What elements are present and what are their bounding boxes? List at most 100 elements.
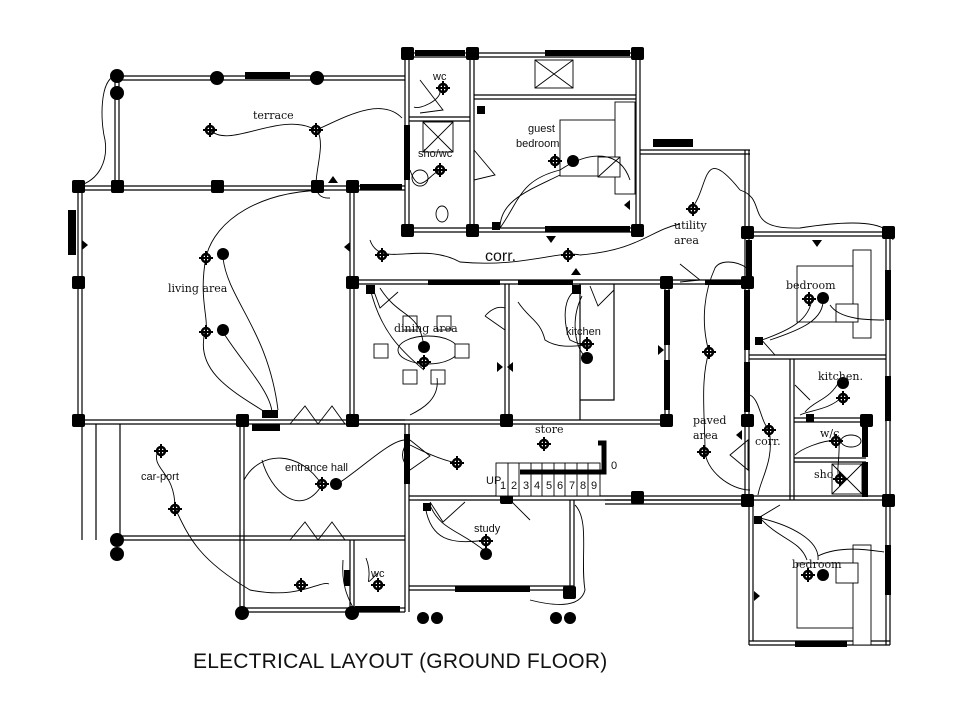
room-label-entrance-hall: entrance hall — [285, 462, 348, 474]
light-point-icon — [833, 472, 847, 486]
room-label-bedroom-east: bedroom — [786, 279, 836, 292]
switch-icon — [806, 414, 814, 422]
room-label-wc-east: w/c — [820, 427, 839, 440]
ceiling-fan-icon — [330, 478, 342, 490]
room-label-paved-line2: area — [693, 429, 718, 442]
socket-outlet-icon — [624, 200, 630, 210]
light-point-icon — [479, 534, 493, 548]
switch-icon — [423, 503, 431, 511]
light-point-icon — [203, 123, 217, 137]
room-label-guest-bedroom-line2: bedroom — [516, 138, 559, 150]
light-points — [154, 81, 850, 592]
light-point-icon — [561, 248, 575, 262]
room-label-kitchen: kitchen — [566, 326, 601, 338]
socket-outlet-icon — [754, 591, 760, 601]
switch-icon — [572, 285, 581, 294]
stair-step-1: 1 — [500, 480, 506, 492]
light-point-icon — [375, 248, 389, 262]
switches-and-boards — [82, 106, 822, 601]
ceiling-fan-icon — [217, 324, 229, 336]
stair-step-5: 5 — [546, 480, 552, 492]
socket-outlet-icon — [328, 176, 338, 183]
light-point-icon — [371, 578, 385, 592]
light-point-icon — [294, 578, 308, 592]
room-label-living-area: living area — [168, 282, 228, 295]
socket-outlet-icon — [736, 430, 742, 440]
ceiling-fan-icon — [837, 377, 849, 389]
wiring — [77, 75, 894, 613]
ceiling-fan-icon — [217, 248, 229, 260]
light-point-icon — [762, 423, 776, 437]
ceiling-fan-icon — [418, 341, 430, 353]
light-point-icon — [199, 251, 213, 265]
stair-step-2: 2 — [511, 480, 517, 492]
light-point-icon — [801, 568, 815, 582]
room-label-shower-wc: sho/wc — [418, 148, 453, 160]
switch-icon — [755, 337, 763, 345]
ceiling-fan-icon — [581, 352, 593, 364]
light-point-icon — [433, 163, 447, 177]
stair-landing-label: 0 — [611, 460, 617, 472]
light-point-icon — [315, 477, 329, 491]
columns — [72, 47, 895, 624]
light-point-icon — [199, 325, 213, 339]
light-point-icon — [702, 345, 716, 359]
stair-step-4: 4 — [534, 480, 540, 492]
room-label-terrace: terrace — [253, 109, 294, 122]
room-label-kitchen-annex: kitchen. — [818, 370, 863, 383]
socket-outlet-icon — [658, 345, 664, 355]
switch-icon — [492, 222, 500, 230]
room-label-study: study — [474, 523, 501, 535]
stair-step-7: 7 — [569, 480, 575, 492]
socket-outlet-icon — [82, 240, 88, 250]
ceiling-fans — [217, 155, 849, 581]
ceiling-fan-icon — [817, 569, 829, 581]
room-label-dining-area: dining area — [394, 322, 458, 335]
room-label-wc-lower: wc — [370, 568, 385, 580]
ceiling-fan-icon — [480, 548, 492, 560]
light-point-icon — [417, 355, 431, 369]
light-point-icon — [548, 154, 562, 168]
socket-outlet-icon — [497, 362, 513, 372]
room-label-utility-line1: utility — [674, 219, 707, 232]
light-point-icon — [154, 444, 168, 458]
light-point-icon — [436, 81, 450, 95]
room-label-wc-upper: wc — [432, 71, 447, 83]
staircase: UP 1 2 3 4 5 6 7 8 9 0 — [486, 440, 617, 497]
light-point-icon — [802, 292, 816, 306]
light-point-icon — [580, 337, 594, 351]
light-point-icon — [309, 123, 323, 137]
light-point-icon — [829, 434, 843, 448]
switch-icon — [344, 570, 350, 586]
light-point-icon — [450, 456, 464, 470]
room-label-bedroom-southeast: bedroom — [792, 558, 842, 571]
switch-icon — [754, 516, 762, 524]
socket-outlet-icon — [571, 268, 581, 275]
room-label-corr-main: corr. — [485, 248, 516, 265]
windows — [68, 50, 891, 647]
light-point-icon — [537, 437, 551, 451]
ceiling-fan-icon — [567, 155, 579, 167]
room-label-corr-east: corr. — [755, 435, 781, 448]
socket-outlet-icon — [344, 242, 350, 252]
room-labels: terrace wc sho/wc guest bedroom living a… — [141, 71, 863, 580]
furniture — [373, 59, 872, 646]
socket-outlet-icon — [812, 240, 822, 247]
light-point-icon — [836, 391, 850, 405]
stair-step-3: 3 — [523, 480, 529, 492]
distribution-board-icon — [252, 424, 280, 431]
drawing-title: ELECTRICAL LAYOUT (GROUND FLOOR) — [193, 650, 608, 673]
light-point-icon — [168, 502, 182, 516]
room-label-paved-line1: paved — [693, 414, 726, 427]
room-label-store: store — [535, 423, 563, 436]
room-label-shower-east: sho — [814, 468, 834, 481]
stair-step-6: 6 — [557, 480, 563, 492]
socket-outlet-icon — [546, 236, 556, 243]
room-label-utility-line2: area — [674, 234, 699, 247]
distribution-board-icon — [262, 410, 278, 418]
switch-icon — [477, 106, 485, 114]
switch-icon — [366, 285, 375, 294]
stair-step-9: 9 — [591, 480, 597, 492]
room-label-car-port: car-port — [141, 471, 179, 483]
